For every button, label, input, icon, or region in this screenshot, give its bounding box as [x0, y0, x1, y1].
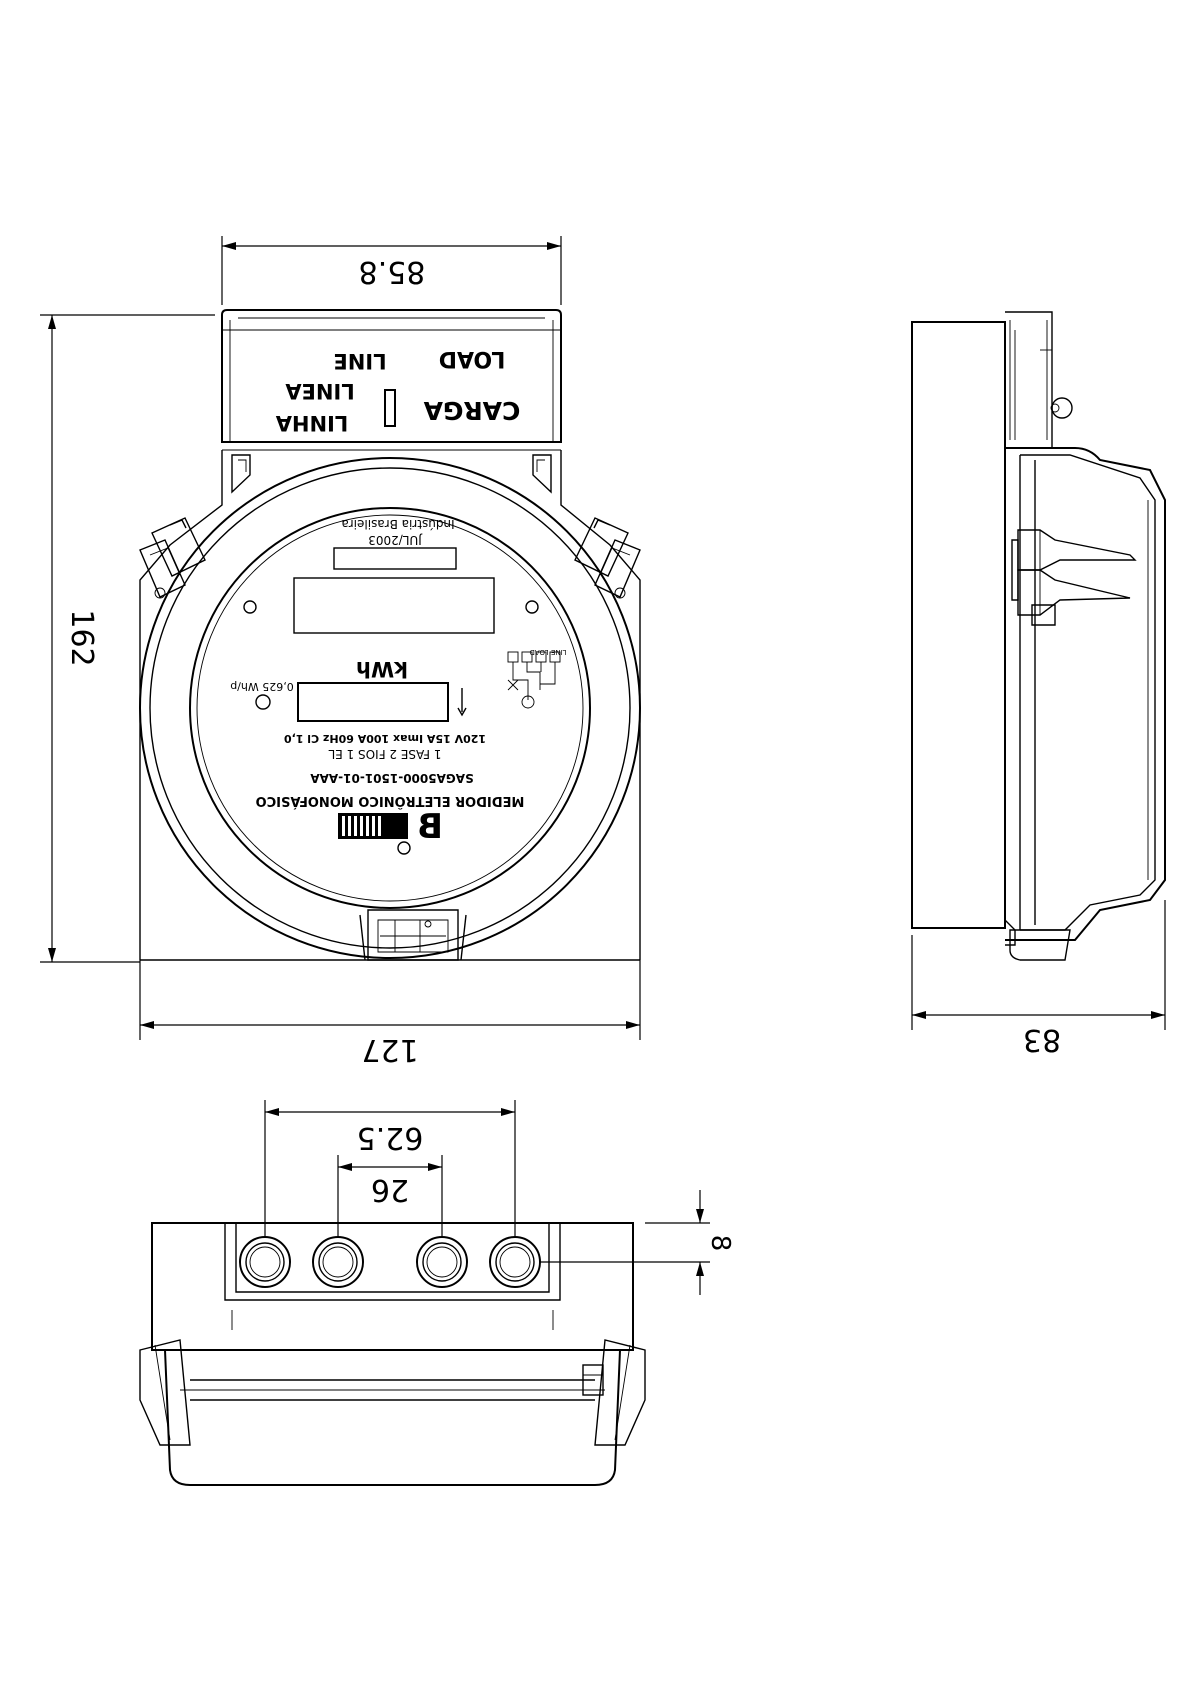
unit-label: kWh: [356, 657, 408, 681]
dim-terminal-inner-label: 26: [371, 1172, 409, 1207]
label-line: LINE: [333, 349, 386, 373]
bottom-seal-clip: [359, 909, 467, 961]
dim-depth-label: 83: [1023, 1022, 1061, 1057]
dim-terminal-span-label: 62.5: [357, 1120, 424, 1155]
dim-total-width: 127: [139, 960, 641, 1067]
terminal-3: [416, 1236, 468, 1288]
dim-total-width-label: 127: [361, 1032, 418, 1067]
wiring-label: LINE LOAD: [529, 648, 566, 656]
display-window: [293, 577, 495, 634]
front-view: LINE LINEA LINHA LOAD CARGA: [139, 309, 641, 961]
rating-line: 120V 15A Imax 100A 60Hz Cl 1,0: [284, 732, 486, 745]
kwh-register: [297, 682, 449, 722]
dim-depth: 83: [911, 900, 1166, 1057]
label-carga: CARGA: [423, 396, 520, 425]
pulse-constant: 0,625 Wh/p: [230, 680, 294, 693]
terminal-4: [489, 1236, 541, 1288]
right-clip: [574, 517, 641, 599]
manufacturer-logo: B: [338, 807, 443, 847]
label-load: LOAD: [439, 346, 506, 371]
label-linha: LINHA: [275, 411, 348, 435]
dim-terminal-span: 62.5: [264, 1100, 516, 1237]
date-code: JUL/2003: [368, 533, 423, 547]
dim-top-width: 85.8: [221, 236, 562, 305]
logo-letter: B: [417, 807, 443, 847]
terminal-2: [312, 1236, 364, 1288]
maker-line: Indústria Brasileira: [341, 517, 454, 531]
dim-height: 162: [40, 314, 215, 963]
dim-terminal-inner: 26: [337, 1155, 443, 1237]
dim-terminal-offset: 8: [540, 1190, 735, 1295]
wiring-diagram: LINE LOAD: [507, 648, 567, 709]
label-linea: LINEA: [285, 379, 355, 403]
side-view: [911, 311, 1166, 961]
meter-title: MEDIDOR ELETRÔNICO MONOFÁSICO: [256, 793, 525, 809]
phase-line: 1 FASE 2 FIOS 1 EL: [328, 747, 441, 761]
terminal-1: [239, 1236, 291, 1288]
dim-top-width-label: 85.8: [359, 254, 426, 289]
serial-window: [333, 547, 457, 570]
dim-terminal-offset-label: 8: [705, 1235, 735, 1252]
left-clip: [139, 517, 206, 599]
model-code: SAGA5000-1501-01-AAA: [310, 771, 474, 785]
dim-height-label: 162: [64, 609, 99, 666]
